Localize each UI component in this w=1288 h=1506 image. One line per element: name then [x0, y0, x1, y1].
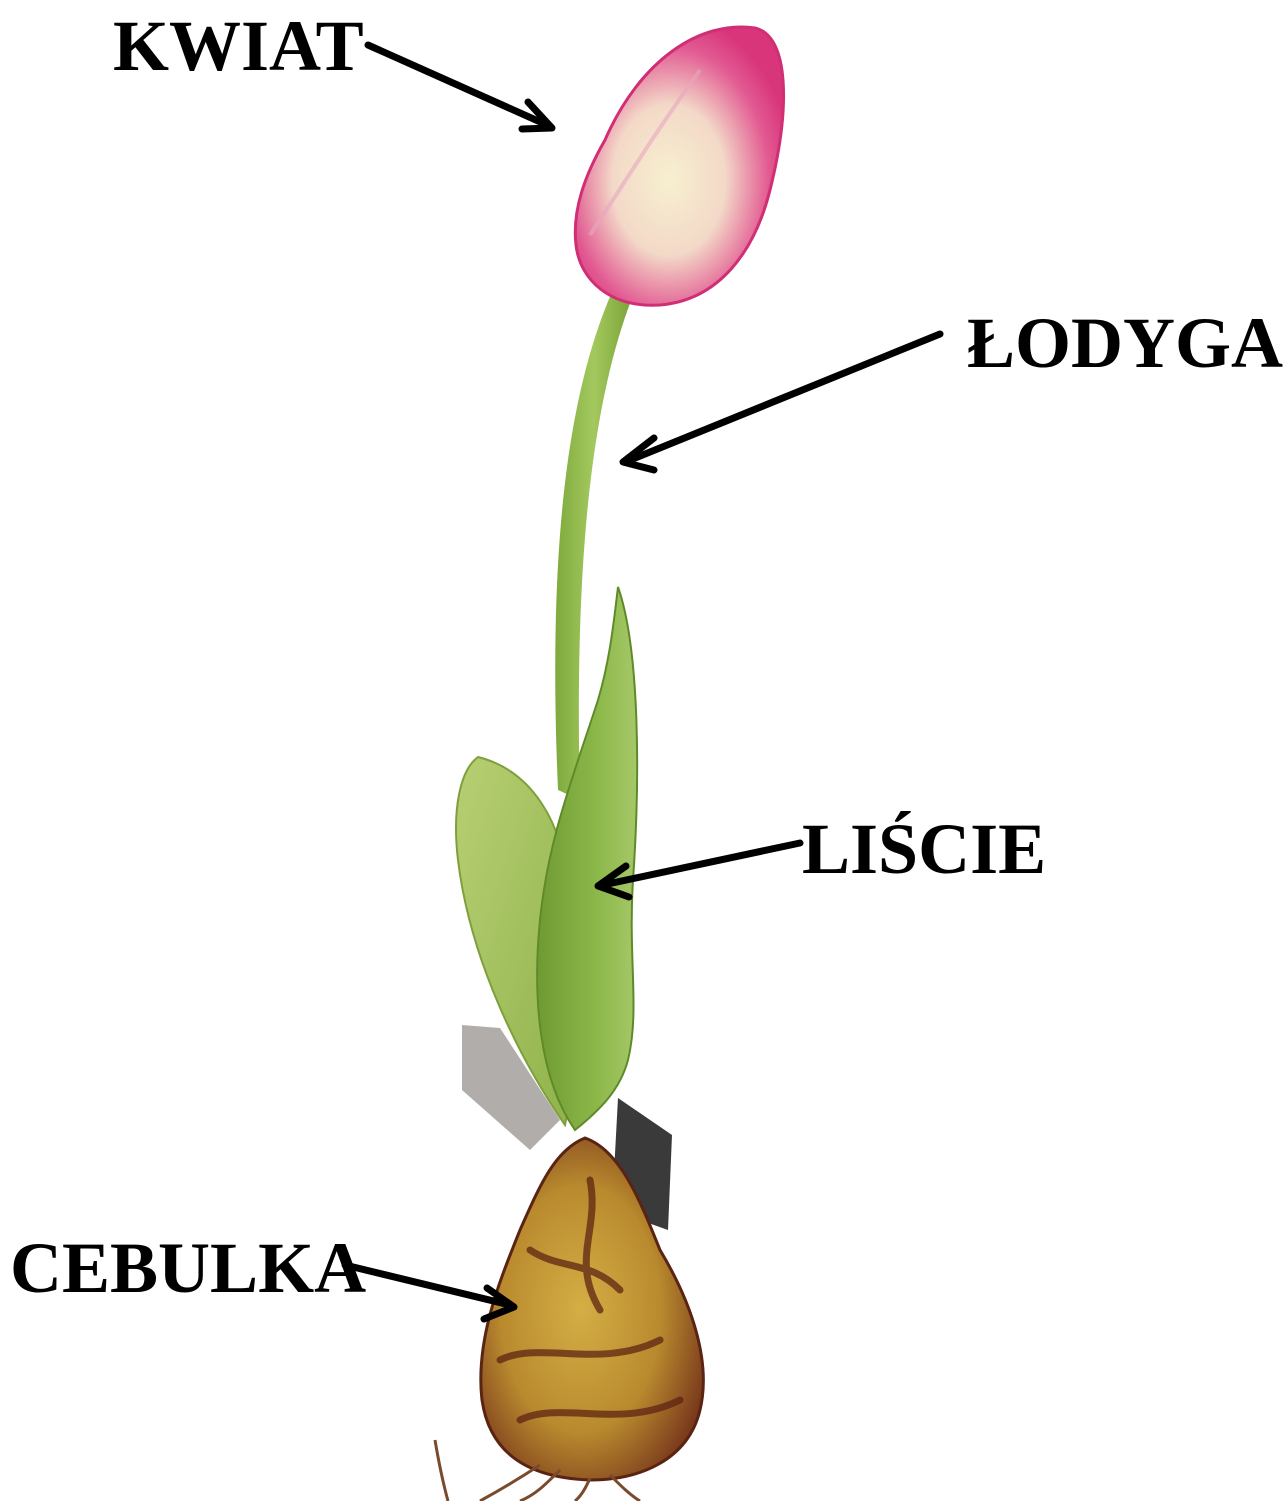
- label-bulb: CEBULKA: [10, 1232, 366, 1304]
- arrow-lodyga: [623, 334, 940, 470]
- label-stem: ŁODYGA: [967, 307, 1283, 379]
- flower-bud-shape: [575, 27, 783, 305]
- label-leaves: LIŚCIE: [802, 813, 1046, 885]
- label-flower: KWIAT: [113, 10, 364, 82]
- arrow-kwiat: [368, 45, 552, 129]
- front-leaf-shape: [537, 587, 637, 1130]
- tulip-flower-icon: [575, 27, 783, 305]
- arrow-cebulka: [345, 1265, 514, 1319]
